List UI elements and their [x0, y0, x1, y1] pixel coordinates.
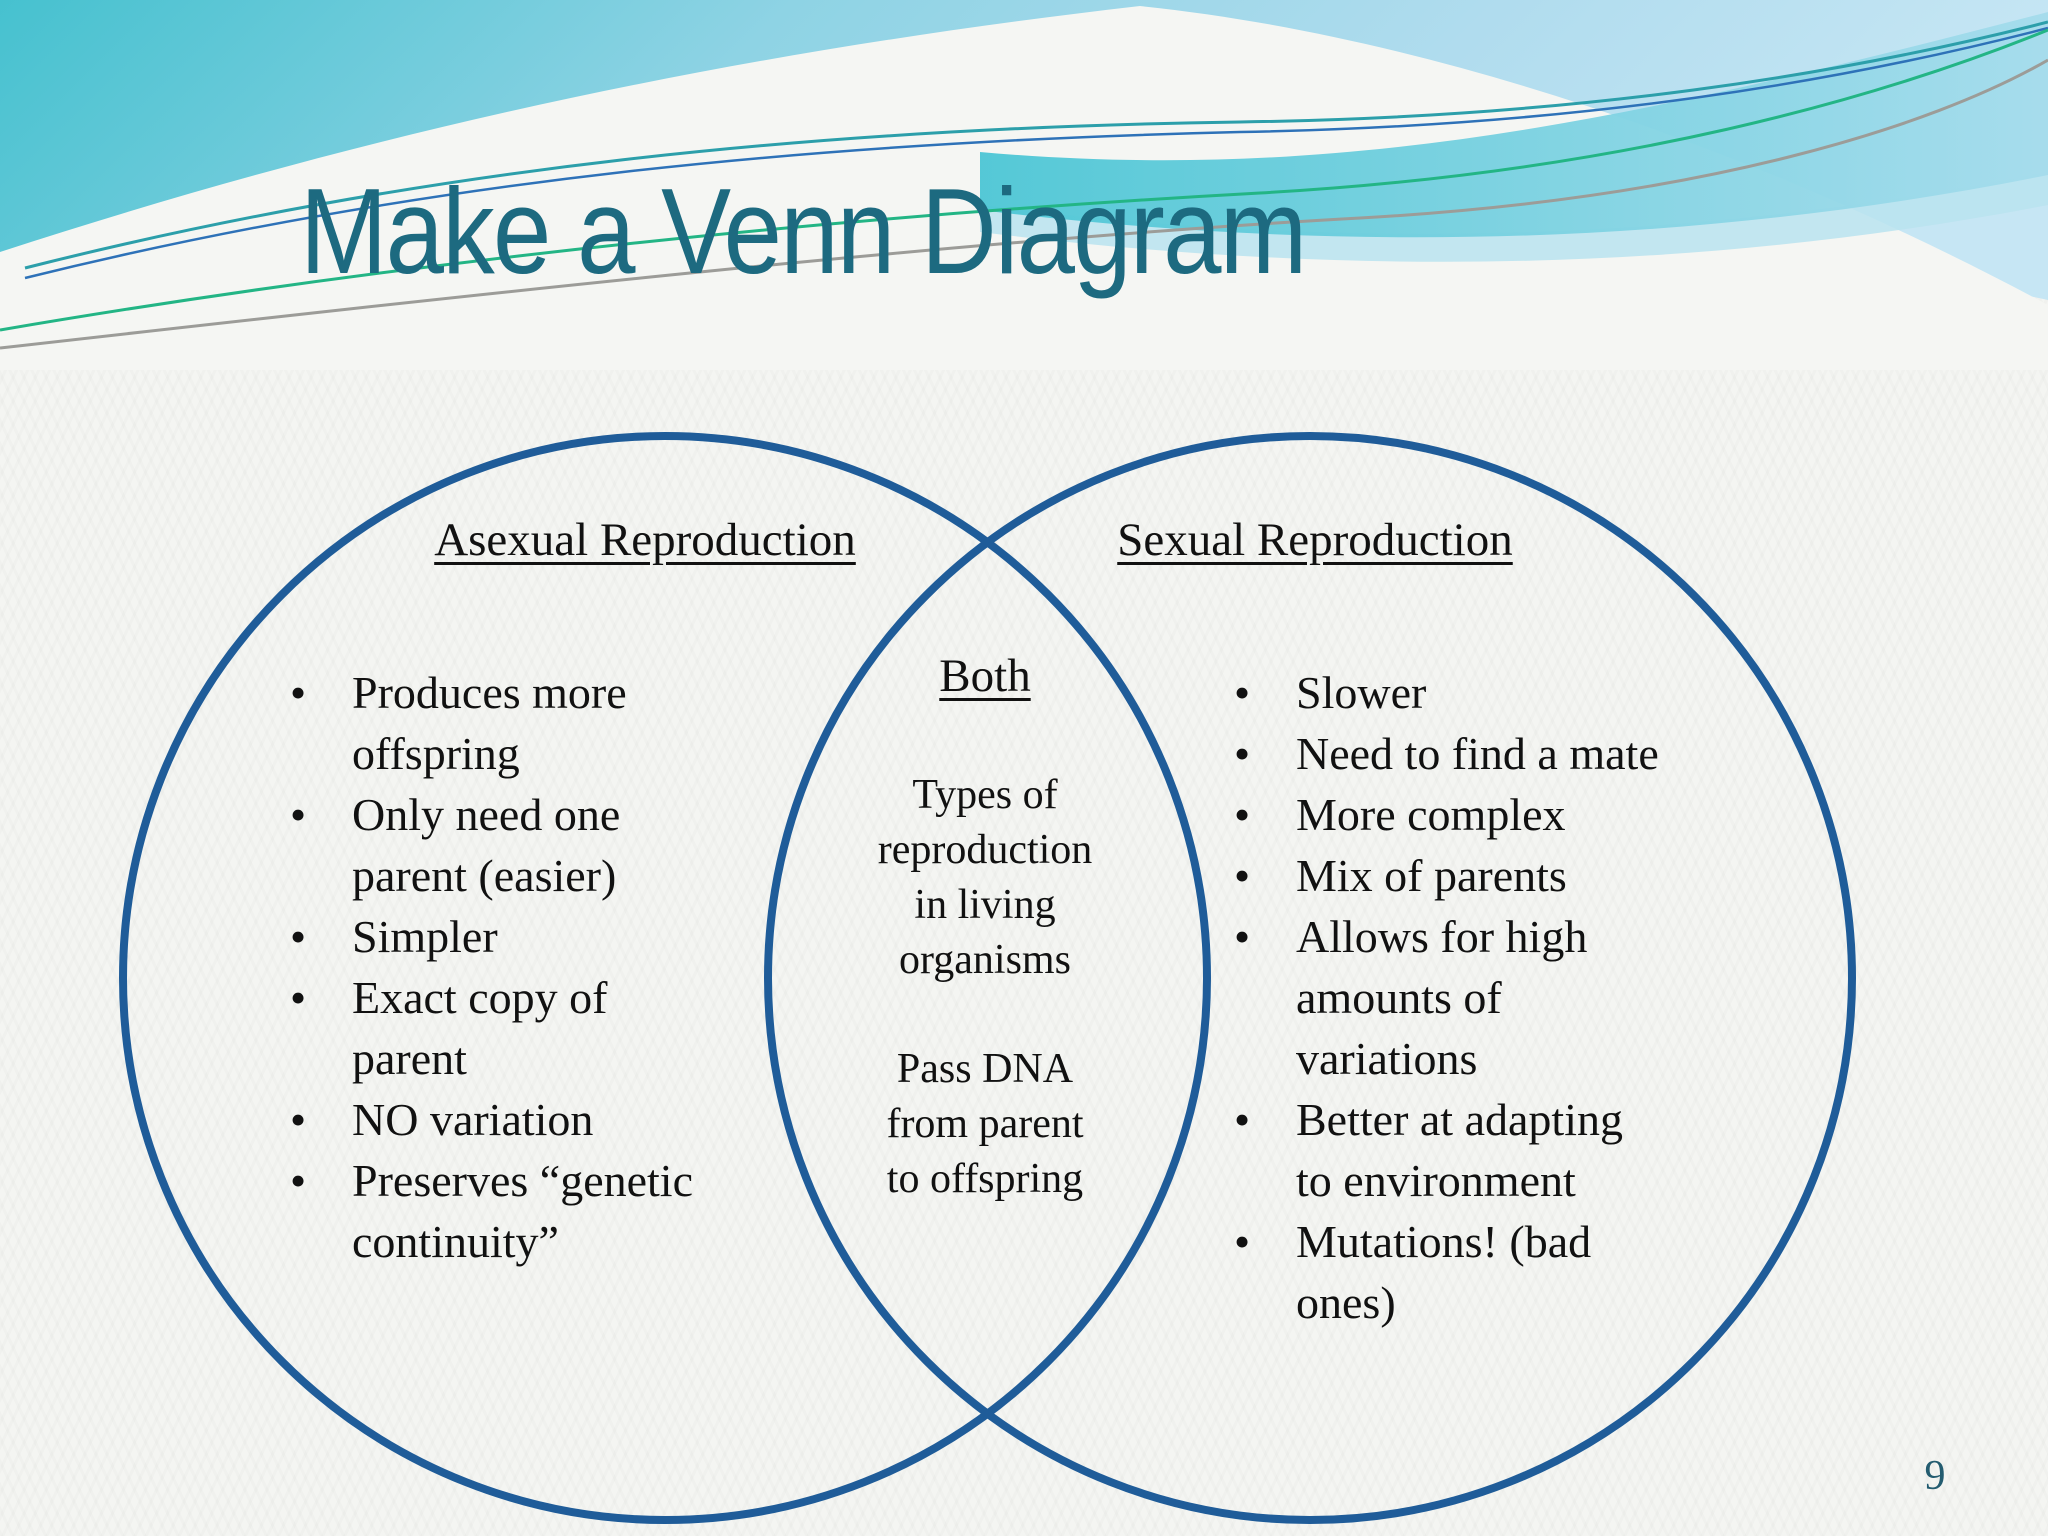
asexual-list: Produces more offspring Only need one pa…: [288, 662, 778, 1272]
list-item: Only need one parent (easier): [288, 784, 778, 906]
list-item: Simpler: [288, 906, 778, 967]
list-item: Preserves “genetic continuity”: [288, 1150, 778, 1272]
page-number: 9: [1924, 1453, 1946, 1499]
list-item: More complex: [1232, 784, 1802, 845]
list-item: Mutations! (bad ones): [1232, 1211, 1802, 1333]
asexual-circle: [119, 432, 1211, 1524]
list-item: Slower: [1232, 662, 1802, 723]
both-heading: Both: [939, 650, 1031, 702]
list-item: Need to find a mate: [1232, 723, 1802, 784]
both-description-dna: Pass DNA from parent to offspring: [886, 1046, 1084, 1202]
slide-title: Make a Venn Diagram: [300, 163, 1307, 299]
list-item: Mix of parents: [1232, 845, 1802, 906]
sexual-list: Slower Need to find a mate More complex …: [1232, 662, 1802, 1333]
list-item: Allows for high amounts of variations: [1232, 906, 1802, 1089]
list-item: Exact copy of parent: [288, 967, 778, 1089]
list-item: Better at adapting to environment: [1232, 1089, 1802, 1211]
asexual-heading: Asexual Reproduction: [434, 514, 856, 566]
both-description-types: Types of reproduction in living organism…: [877, 772, 1093, 983]
list-item: Produces more offspring: [288, 662, 778, 784]
list-item: NO variation: [288, 1089, 778, 1150]
sexual-heading: Sexual Reproduction: [1117, 514, 1513, 566]
